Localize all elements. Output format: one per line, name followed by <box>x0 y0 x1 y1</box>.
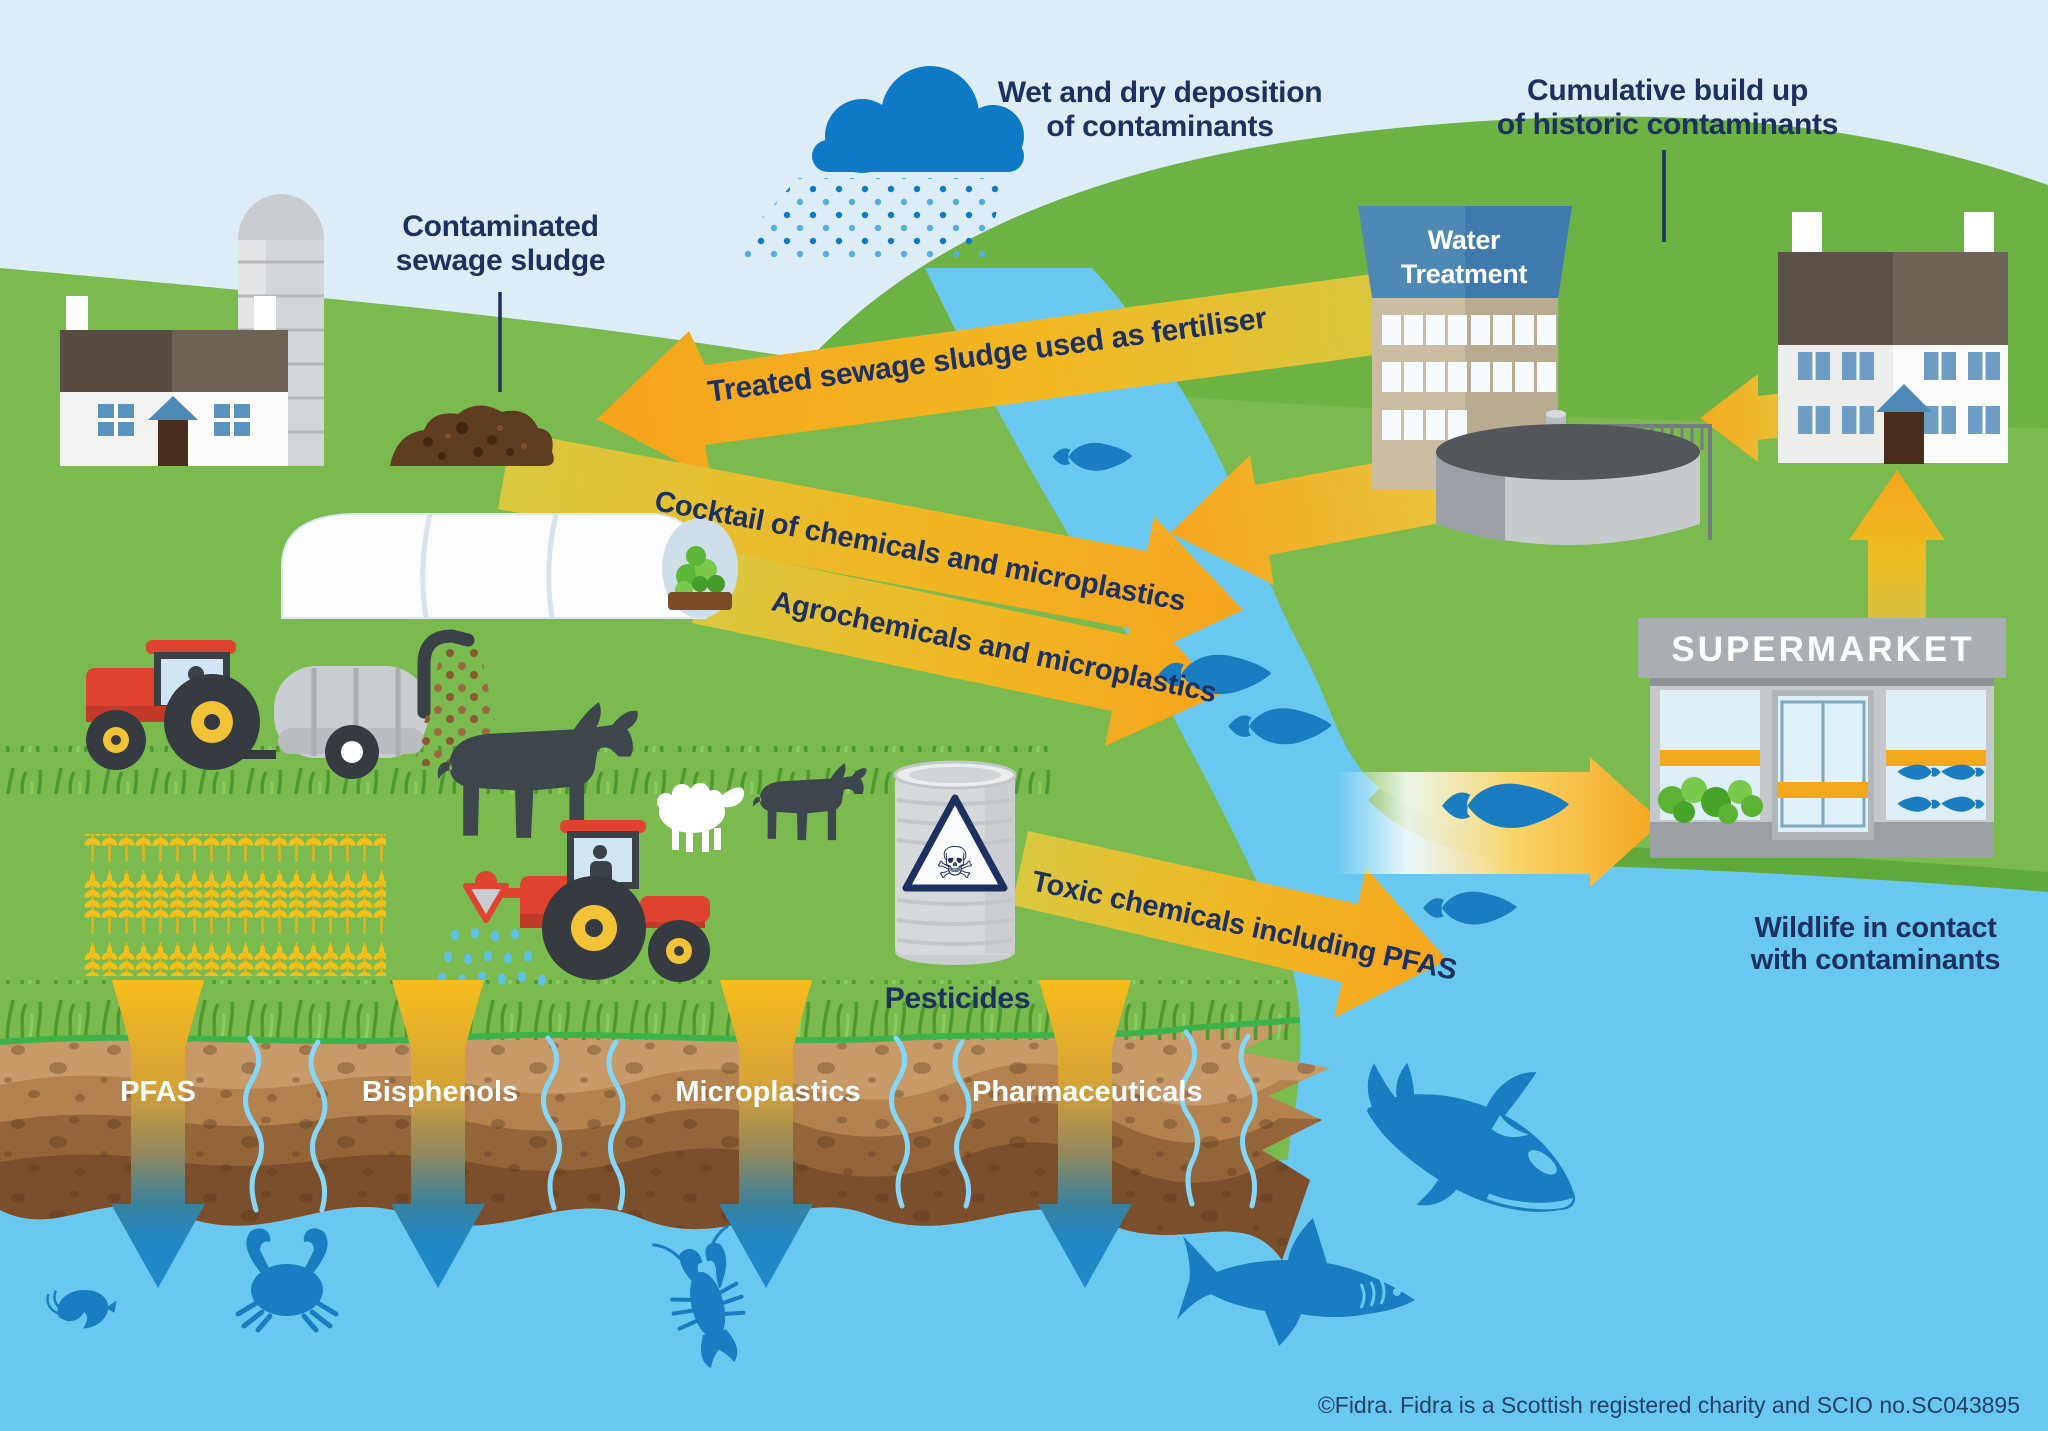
soil-arrow-pharmaceuticals <box>1038 980 1132 1288</box>
water-treatment-sign: Water Treatment <box>1400 225 1528 289</box>
contaminated-sludge-label: Contaminated sewage sludge <box>395 210 606 277</box>
house-icon <box>1778 212 2008 464</box>
coastline-grass-edge <box>1368 788 2048 892</box>
spraying-tractor-icon <box>438 820 710 986</box>
farmhouse-window-icon <box>98 404 250 436</box>
skull-crossbones-icon: ☠ <box>935 838 974 889</box>
arrow-toxic-chemicals <box>1012 831 1447 1018</box>
produce-icon <box>1658 777 1763 824</box>
pesticide-barrel-icon: ☠ <box>893 760 1017 965</box>
copyright-notice: ©Fidra. Fidra is a Scottish registered c… <box>1317 1392 2020 1418</box>
sheep-icon <box>657 783 745 852</box>
arrow-supermarket-to-house <box>1849 470 1945 660</box>
soil-label-pfas: PFAS <box>120 1076 196 1108</box>
soil-arrow-microplastics <box>719 980 813 1288</box>
sprayer-nozzle-icon <box>463 883 509 923</box>
farmhouse-door-icon <box>158 420 188 466</box>
wheat-field-icon <box>84 834 386 976</box>
arrow-agrochemicals <box>692 547 1221 746</box>
wildlife-label: Wildlife in contact with contaminants <box>1750 912 2001 977</box>
pesticides-label: Pesticides <box>884 982 1031 1015</box>
groundwater-trickles <box>243 1029 1258 1213</box>
rain-icon <box>724 178 1004 260</box>
shark-icon <box>1177 1218 1415 1346</box>
hazard-triangle-icon <box>902 794 1008 892</box>
arrow-cocktail <box>498 431 1243 664</box>
soil-arrow-bisphenols <box>391 980 485 1288</box>
supermarket-icon <box>1638 618 2006 858</box>
arrow-treated-sludge <box>597 272 1397 479</box>
lobster-icon <box>652 1224 746 1369</box>
soil-contaminant-arrows <box>111 980 1132 1288</box>
porch-roof-icon <box>148 396 198 420</box>
soil-label-pharmaceuticals: Pharmaceuticals <box>972 1076 1203 1108</box>
supermarket-sign: SUPERMARKET <box>1671 630 1975 669</box>
farmhouse-icon <box>60 296 288 466</box>
polytunnel-icon <box>281 513 738 619</box>
soil-arrow-pfas <box>111 980 205 1288</box>
leader-lines <box>498 150 1666 392</box>
orca-icon <box>1367 1062 1576 1212</box>
soil-label-bisphenols: Bisphenols <box>361 1076 519 1108</box>
cumulative-label: Cumulative build up of historic contamin… <box>1496 74 1839 141</box>
shrimp-icon <box>46 1290 117 1329</box>
cattle-icons <box>437 702 867 852</box>
slurry-tractor-icon <box>86 640 276 770</box>
clarifier-tank-icon <box>1436 410 1712 545</box>
soil-label-microplastics: Microplastics <box>675 1076 861 1108</box>
sludge-pile-icon <box>390 405 554 466</box>
deposition-label: Wet and dry deposition of contaminants <box>997 76 1323 143</box>
crab-icon <box>235 1228 339 1333</box>
rain-cloud-icon <box>724 66 1024 260</box>
